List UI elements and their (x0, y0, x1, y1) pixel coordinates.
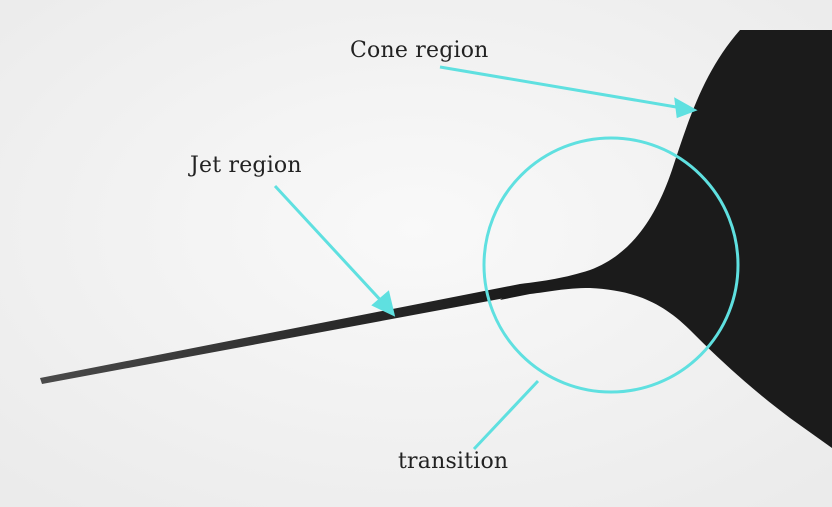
jet-region-label: Jet region (190, 153, 302, 178)
cone-region-label: Cone region (350, 38, 489, 63)
transition-label: transition (398, 449, 508, 474)
